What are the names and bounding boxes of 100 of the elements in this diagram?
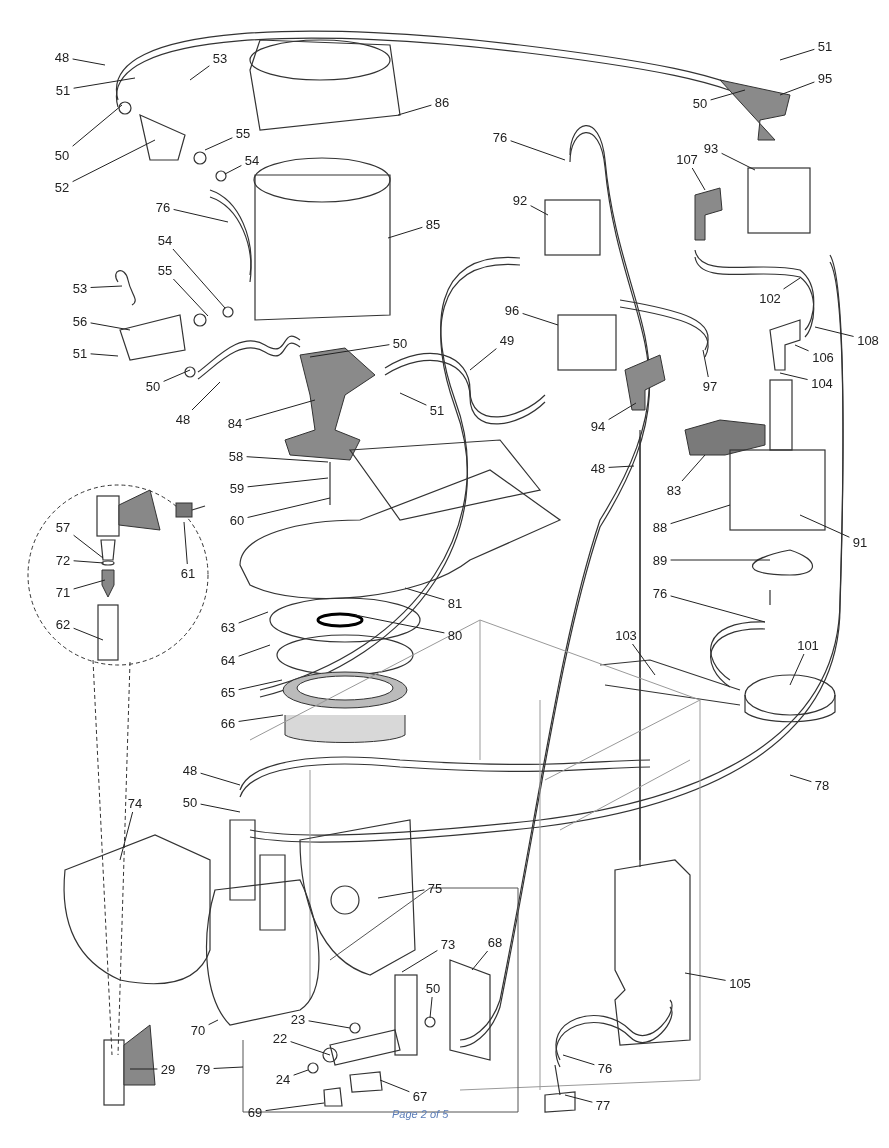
leader-line	[172, 248, 226, 309]
leader-line	[265, 1102, 325, 1112]
leader-line	[247, 497, 331, 518]
callout-number: 69	[247, 1105, 263, 1119]
leader-line	[90, 285, 123, 288]
callout-number: 70	[190, 1023, 206, 1037]
callout-number: 48	[590, 461, 606, 475]
leader-line	[293, 1069, 309, 1076]
callout-number: 24	[275, 1072, 291, 1086]
leader-line	[238, 679, 283, 691]
leader-line	[783, 277, 801, 290]
callout-number: 50	[392, 336, 408, 350]
callout-number: 57	[55, 520, 71, 534]
leader-line	[710, 89, 746, 101]
leader-line	[608, 402, 637, 421]
leader-line	[308, 1020, 351, 1029]
leader-line	[238, 644, 271, 657]
callout-number: 107	[676, 152, 698, 166]
callout-number: 92	[512, 193, 528, 207]
leader-line	[377, 889, 425, 899]
callout-number: 101	[797, 638, 819, 652]
callout-number: 81	[447, 596, 463, 610]
leader-line	[471, 950, 489, 971]
leader-line	[789, 774, 812, 783]
callout-number: 95	[817, 71, 833, 85]
leader-line	[119, 811, 134, 861]
leader-line	[670, 504, 731, 525]
leader-line	[681, 454, 706, 482]
callout-number: 55	[157, 263, 173, 277]
leader-line	[522, 312, 559, 326]
leader-line	[379, 1079, 410, 1093]
leader-line	[401, 949, 438, 973]
callout-number: 60	[229, 513, 245, 527]
callout-number: 80	[447, 628, 463, 642]
leader-line	[238, 611, 269, 624]
callout-number: 88	[652, 520, 668, 534]
leader-line	[779, 48, 815, 61]
leader-line	[247, 477, 329, 488]
leader-line	[200, 803, 241, 813]
callout-number: 54	[244, 153, 260, 167]
leader-line	[73, 627, 104, 641]
callout-number: 71	[55, 585, 71, 599]
callout-number: 104	[811, 376, 833, 390]
callout-number: 61	[180, 566, 196, 580]
callout-number: 50	[425, 981, 441, 995]
callout-number: 54	[157, 233, 173, 247]
leader-line	[387, 226, 423, 239]
callout-number: 62	[55, 617, 71, 631]
leader-line	[172, 278, 209, 317]
callout-number: 48	[54, 50, 70, 64]
callout-number: 84	[227, 416, 243, 430]
leader-line	[189, 65, 210, 81]
callout-number: 53	[212, 51, 228, 65]
leader-line	[290, 1041, 331, 1056]
callout-number: 55	[235, 126, 251, 140]
leader-line	[72, 58, 106, 66]
callout-number: 29	[160, 1062, 176, 1076]
leader-line	[562, 1054, 595, 1066]
leader-line	[632, 643, 656, 676]
leader-line	[183, 521, 188, 565]
callout-number: 58	[228, 449, 244, 463]
callout-number: 48	[175, 412, 191, 426]
callout-number: 106	[812, 350, 834, 364]
leader-line	[530, 205, 549, 216]
callout-number: 67	[412, 1089, 428, 1103]
leader-line	[129, 1068, 158, 1070]
callout-number: 77	[595, 1098, 611, 1112]
callout-number: 66	[220, 716, 236, 730]
callout-number: 50	[692, 96, 708, 110]
leader-line	[309, 344, 390, 358]
leader-line	[246, 456, 329, 463]
callout-number: 50	[54, 148, 70, 162]
callout-number: 68	[487, 935, 503, 949]
callout-number: 74	[127, 796, 143, 810]
callout-number: 89	[652, 553, 668, 567]
leader-line	[779, 372, 809, 381]
callout-number: 23	[290, 1012, 306, 1026]
callout-number: 97	[702, 379, 718, 393]
leader-line	[721, 152, 756, 171]
callout-number: 53	[72, 281, 88, 295]
callout-number: 94	[590, 419, 606, 433]
leader-line	[191, 381, 221, 411]
leader-line	[814, 326, 855, 337]
leader-line	[684, 972, 727, 981]
leader-line	[204, 137, 233, 151]
callout-number: 102	[759, 291, 781, 305]
leader-line	[200, 772, 241, 786]
leader-line	[789, 653, 805, 686]
leader-line	[73, 560, 105, 564]
callout-number: 85	[425, 217, 441, 231]
leader-line	[173, 208, 229, 223]
callout-number: 51	[72, 346, 88, 360]
callout-number: 75	[427, 881, 443, 895]
leader-line	[779, 81, 815, 96]
leader-line	[73, 534, 104, 559]
leader-line	[469, 348, 497, 371]
page-number: Page 2 of 5	[392, 1107, 449, 1122]
callout-number: 76	[652, 586, 668, 600]
callout-number: 86	[434, 95, 450, 109]
leader-line	[354, 614, 445, 634]
